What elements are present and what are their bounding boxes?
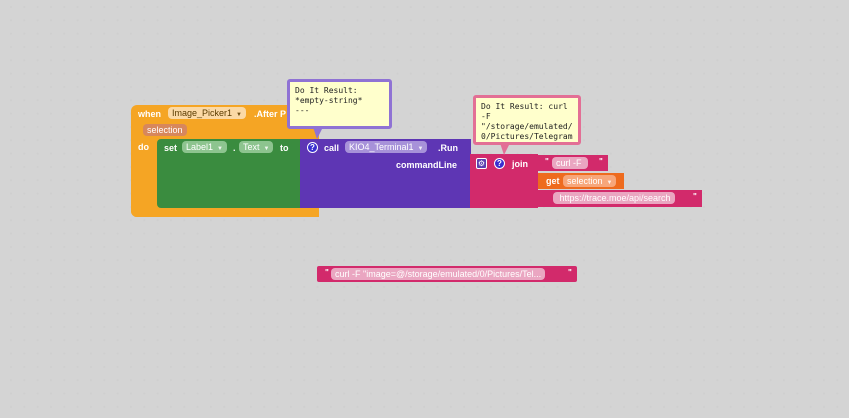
commandline-arg-label: commandLine [396, 160, 458, 170]
get-var-label: selection [567, 176, 603, 186]
get-var-dropdown[interactable]: selection▼ [563, 175, 617, 187]
dropdown-arrow-icon: ▼ [217, 146, 223, 152]
selection-param[interactable]: selection [143, 124, 187, 136]
dropdown-arrow-icon: ▼ [236, 112, 242, 118]
close-quote: " [568, 268, 572, 277]
when-keyword: when [138, 109, 162, 119]
loose-text-field[interactable]: curl -F "image=@/storage/emulated/0/Pict… [331, 268, 546, 280]
comment-question-icon[interactable]: ? [307, 142, 318, 153]
call-component-dropdown[interactable]: KIO4_Terminal1▼ [345, 141, 428, 153]
call-component-label: KIO4_Terminal1 [349, 142, 414, 152]
do-keyword: do [138, 142, 149, 152]
join-do-it-result-bubble: Do It Result: curl -F "/storage/emulated… [473, 95, 581, 145]
join-bubble-pointer [500, 143, 510, 155]
call-keyword: call [324, 143, 340, 153]
dropdown-arrow-icon: ▼ [606, 180, 613, 186]
property-dropdown[interactable]: Text▼ [239, 141, 274, 153]
dropdown-arrow-icon: ▼ [263, 146, 270, 152]
set-component-label: Label1 [186, 142, 214, 152]
text-field-curl[interactable]: curl -F [552, 157, 588, 169]
event-component-label: Image_Picker1 [172, 108, 233, 118]
close-quote: " [599, 157, 603, 166]
comment-question-icon[interactable]: ? [494, 158, 505, 169]
method-name: .Run [438, 143, 458, 153]
to-keyword: to [280, 143, 289, 153]
get-keyword: get [546, 176, 560, 186]
set-label-text-block[interactable] [157, 139, 302, 208]
set-keyword: set [164, 143, 178, 153]
join-label: join [512, 159, 528, 169]
property-label: Text [243, 142, 260, 152]
set-component-dropdown[interactable]: Label1▼ [182, 141, 227, 153]
set-dot: . [233, 143, 236, 153]
dropdown-arrow-icon: ▼ [417, 146, 424, 152]
call-bubble-pointer [313, 127, 323, 139]
open-quote: " [325, 268, 329, 277]
event-component-dropdown[interactable]: Image_Picker1▼ [168, 107, 246, 119]
mutator-gear-icon[interactable]: ⚙ [476, 158, 487, 169]
call-do-it-result-bubble: Do It Result: *empty-string* --- [287, 79, 392, 129]
event-block-bottom-bar [131, 207, 319, 217]
close-quote: " [693, 192, 697, 201]
open-quote: " [545, 157, 549, 166]
event-name: .After P [254, 109, 287, 119]
text-field-url[interactable]: https://trace.moe/api/search [553, 192, 675, 204]
